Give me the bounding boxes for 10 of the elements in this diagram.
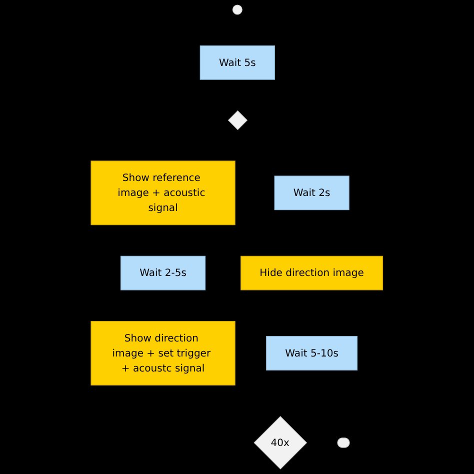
node-box: Hide direction image bbox=[240, 256, 384, 290]
node-box: Wait 5s bbox=[200, 45, 276, 80]
node-box: Wait 5-10s bbox=[266, 336, 358, 370]
node-diamond: 40x bbox=[254, 416, 308, 470]
node-box: Show direction image + set trigger + acoustc signal bbox=[90, 320, 236, 386]
node-box: Show reference image + acoustic signal bbox=[90, 160, 236, 226]
node-box: Wait 2s bbox=[274, 176, 350, 210]
node-box: Wait 2-5s bbox=[120, 256, 206, 290]
node-circle bbox=[232, 4, 243, 15]
node-diamond bbox=[228, 110, 248, 130]
